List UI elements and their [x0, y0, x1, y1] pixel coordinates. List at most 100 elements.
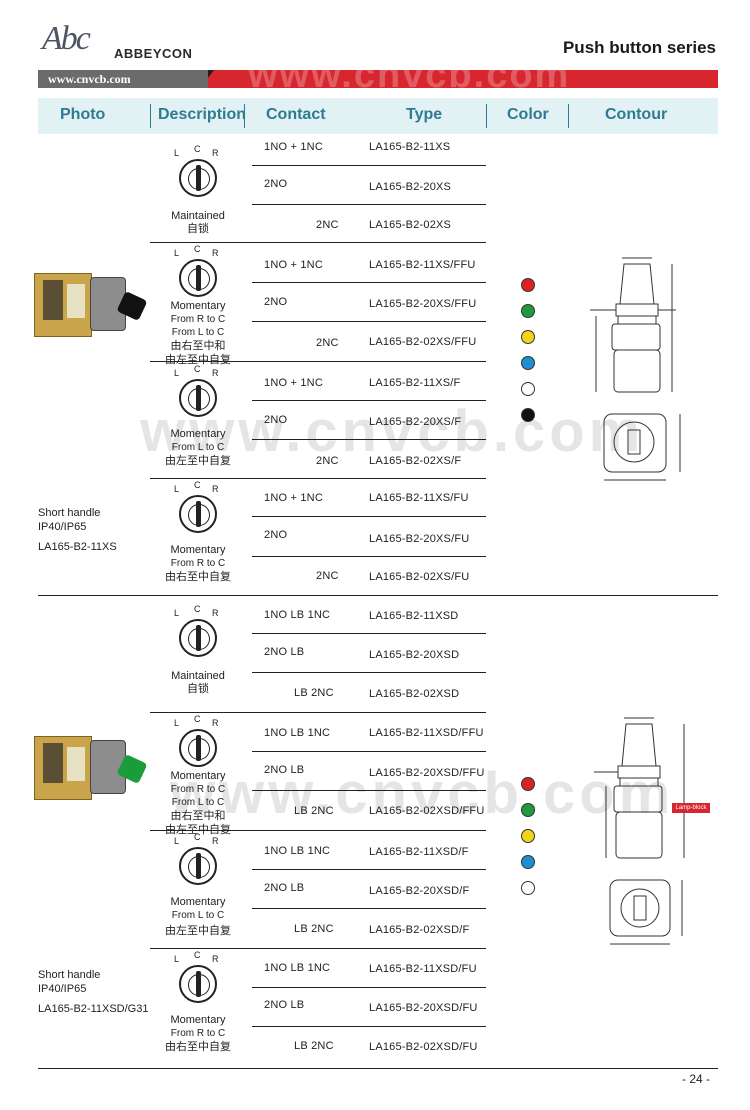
section-divider	[38, 1068, 718, 1069]
contact-cell: 1NO LB 1NC	[264, 962, 331, 974]
row-divider	[252, 204, 486, 205]
contact-cell: 1NO + 1NC	[264, 141, 323, 153]
color-swatch	[521, 803, 535, 817]
group-divider	[150, 242, 486, 243]
selector-dial-icon	[179, 847, 217, 885]
type-cell: LA165-B2-20XSD/F	[369, 885, 470, 897]
type-cell: LA165-B2-20XS/FU	[369, 533, 470, 545]
row-divider	[252, 790, 486, 791]
row-divider	[252, 165, 486, 166]
group-divider	[150, 948, 486, 949]
contact-cell: 1NO + 1NC	[264, 492, 323, 504]
selector-dial-icon	[179, 965, 217, 1003]
color-swatch	[521, 278, 535, 292]
color-swatch	[521, 777, 535, 791]
color-swatch	[521, 829, 535, 843]
column-divider	[486, 104, 487, 128]
contact-cell: 1NO + 1NC	[264, 377, 323, 389]
type-cell: LA165-B2-11XS/F	[369, 377, 461, 389]
group-divider	[150, 361, 486, 362]
contact-cell: 2NO LB	[264, 764, 305, 776]
column-header-bar: Photo Description Contact Type Color Con…	[38, 98, 718, 134]
type-cell: LA165-B2-20XSD	[369, 649, 460, 661]
type-cell: LA165-B2-02XSD/FU	[369, 1041, 478, 1053]
type-cell: LA165-B2-11XSD	[369, 610, 459, 622]
product-label: Short handle IP40/IP65 LA165-B2-11XS	[38, 507, 117, 553]
column-divider	[568, 104, 569, 128]
website-url: www.cnvcb.com	[38, 70, 208, 88]
row-divider	[252, 672, 486, 673]
contact-cell: 2NO	[264, 296, 288, 308]
color-swatch	[521, 304, 535, 318]
row-divider	[252, 908, 486, 909]
column-photo: Photo	[60, 106, 106, 123]
row-divider	[252, 439, 486, 440]
group-divider	[150, 478, 486, 479]
contact-cell: 2NC	[316, 337, 339, 349]
contour-drawing-section1	[590, 257, 681, 481]
type-cell: LA165-B2-02XS/FFU	[369, 336, 477, 348]
type-cell: LA165-B2-02XS	[369, 219, 452, 231]
color-swatch	[521, 855, 535, 869]
selector-dial-icon	[179, 159, 217, 197]
type-cell: LA165-B2-02XS/F	[369, 455, 462, 467]
row-divider	[252, 1026, 486, 1027]
row-divider	[252, 400, 486, 401]
header-red-stripe	[200, 70, 718, 88]
column-divider	[244, 104, 245, 128]
column-description: Description	[158, 106, 247, 123]
color-swatch	[521, 330, 535, 344]
contact-cell: LB 2NC	[294, 805, 334, 817]
color-swatch	[521, 382, 535, 396]
page-watermark: www.cnvcb.com	[170, 761, 675, 826]
type-cell: LA165-B2-02XSD/F	[369, 924, 470, 936]
contact-cell: 2NO	[264, 178, 288, 190]
selector-dial-icon	[179, 619, 217, 657]
brand-logo: Abc ABBEYCON	[42, 20, 212, 70]
type-cell: LA165-B2-20XS	[369, 181, 452, 193]
contact-cell: 2NC	[316, 455, 339, 467]
type-cell: LA165-B2-02XS/FU	[369, 571, 470, 583]
selector-dial-icon	[179, 379, 217, 417]
type-cell: LA165-B2-11XSD/FFU	[369, 727, 484, 739]
contact-cell: 1NO LB 1NC	[264, 845, 331, 857]
contact-cell: 2NO LB	[264, 999, 305, 1011]
type-cell: LA165-B2-20XSD/FU	[369, 1002, 478, 1014]
contact-cell: 2NO LB	[264, 882, 305, 894]
product-photo-black-handle	[34, 265, 148, 351]
page-title: Push button series	[562, 38, 716, 57]
contact-cell: 2NO LB	[264, 646, 305, 658]
color-swatch	[521, 881, 535, 895]
column-type: Type	[406, 106, 443, 123]
type-cell: LA165-B2-11XS/FFU	[369, 259, 476, 271]
selector-dial-icon	[179, 259, 217, 297]
contour-drawing-section2	[594, 717, 685, 945]
group-divider	[150, 712, 486, 713]
column-contact: Contact	[266, 106, 326, 123]
type-cell: LA165-B2-02XSD	[369, 688, 460, 700]
row-divider	[252, 987, 486, 988]
brand-name: ABBEYCON	[114, 46, 193, 61]
row-divider	[252, 556, 486, 557]
contact-cell: LB 2NC	[294, 687, 334, 699]
contact-cell: 1NO LB 1NC	[264, 609, 331, 621]
type-cell: LA165-B2-11XS/FU	[369, 492, 469, 504]
type-cell: LA165-B2-20XS/FFU	[369, 298, 477, 310]
selector-dial-icon	[179, 495, 217, 533]
column-color: Color	[507, 106, 549, 123]
row-divider	[252, 282, 486, 283]
row-divider	[252, 633, 486, 634]
color-swatch	[521, 356, 535, 370]
contact-cell: LB 2NC	[294, 1040, 334, 1052]
contact-cell: 2NC	[316, 570, 339, 582]
page-watermark: www.cnvcb.com	[140, 399, 645, 464]
contact-cell: 1NO LB 1NC	[264, 727, 331, 739]
type-cell: LA165-B2-20XS/F	[369, 416, 462, 428]
contact-cell: 2NO	[264, 414, 288, 426]
product-label: Short handle IP40/IP65 LA165-B2-11XSD/G3…	[38, 969, 149, 1015]
